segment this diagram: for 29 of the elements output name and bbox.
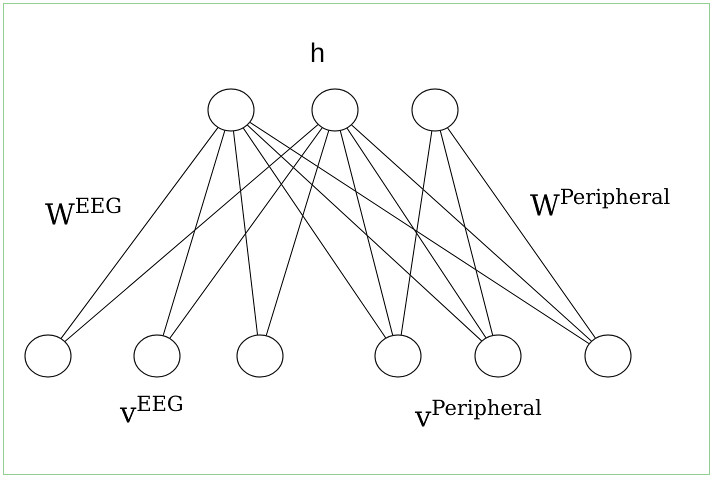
layer-label: h xyxy=(310,40,326,67)
weight-label: W$^{Peripheral}$ xyxy=(530,187,670,220)
connection-line xyxy=(351,124,592,342)
connection-line xyxy=(266,130,330,336)
connection-line xyxy=(400,130,432,336)
connection-line xyxy=(446,127,596,339)
neuron-circle xyxy=(24,334,72,378)
connection-line xyxy=(64,124,319,342)
neuron-circle xyxy=(411,88,459,132)
neuron-circle xyxy=(311,88,359,132)
weight-label: W$^{EEG}$ xyxy=(45,196,122,230)
neuron-circle xyxy=(584,334,632,378)
neuron-circle xyxy=(374,334,422,378)
connection-line xyxy=(242,128,386,338)
neuron-circle xyxy=(236,334,284,378)
connection-line xyxy=(440,130,494,336)
connection-line xyxy=(246,124,482,342)
layer-label: v$^{Peripheral}$ xyxy=(415,398,542,432)
layer-label: v$^{EEG}$ xyxy=(120,394,184,428)
connection-line xyxy=(60,127,219,339)
connection-line xyxy=(346,128,487,338)
connection-line xyxy=(162,130,226,336)
connection-line xyxy=(169,127,323,339)
neuron-circle xyxy=(207,88,255,132)
connection-line xyxy=(249,122,590,344)
neuron-circle xyxy=(474,334,522,378)
connection-line xyxy=(232,130,258,336)
neuron-circle xyxy=(133,334,181,378)
connection-line xyxy=(340,130,394,336)
